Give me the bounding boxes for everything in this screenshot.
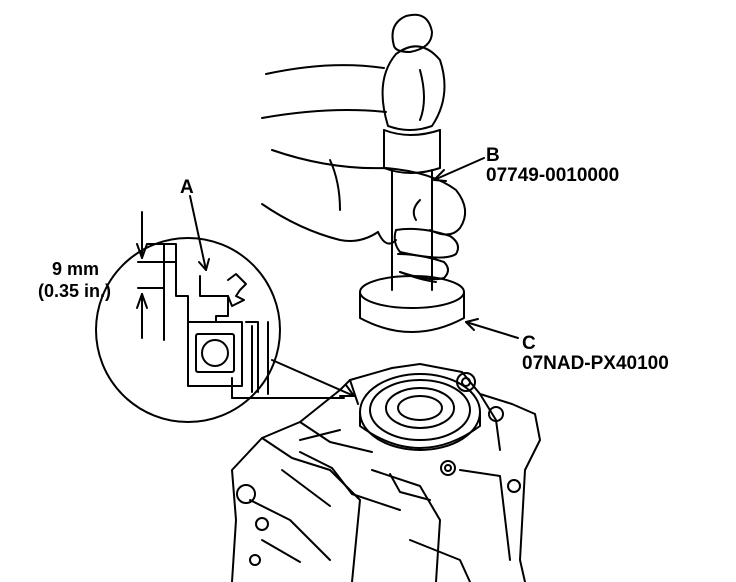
label-c: C [522,333,536,354]
oil-seal [359,373,481,451]
driver-handle-b [381,13,446,291]
leader-c [465,318,519,339]
dimension-arrows [136,211,177,339]
transmission-housing [231,363,541,582]
label-a: A [180,177,194,198]
leader-a [189,195,210,271]
leader-b [433,157,485,182]
dimension-imperial: (0.35 in.) [38,281,112,301]
part-number-b: 07749-0010000 [486,165,620,186]
detail-circle [95,237,345,423]
dimension-metric: 9 mm [52,259,100,279]
part-number-c: 07NAD-PX40100 [522,353,669,374]
attachment-c [359,275,465,333]
detail-view [147,243,269,395]
hand [261,64,467,283]
leader-detail [271,359,355,397]
label-b: B [486,145,500,166]
